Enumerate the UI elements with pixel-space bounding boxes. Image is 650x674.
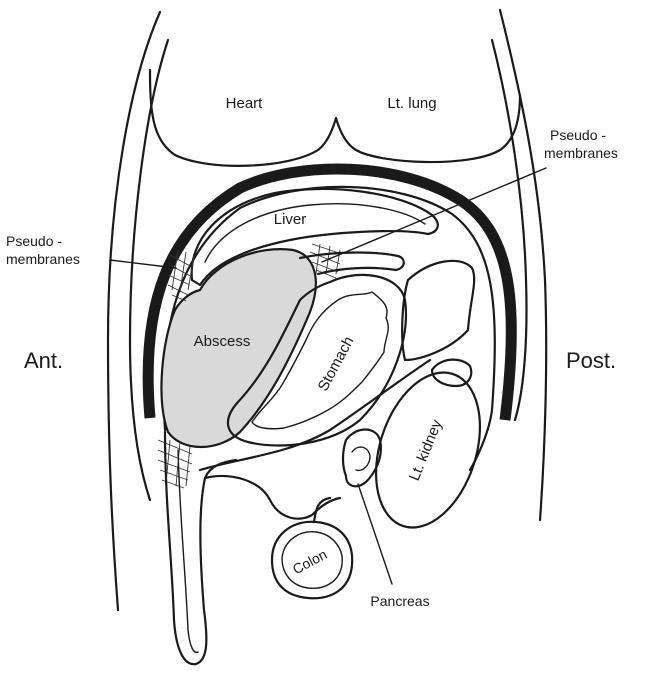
- thoracic-contour: [150, 70, 520, 166]
- pseudomembrane-hatching-lower: [158, 440, 192, 488]
- label-pseudo-right-1: Pseudo -: [550, 127, 606, 143]
- greater-omentum-inner: [178, 450, 198, 652]
- pancreas-inner: [352, 447, 370, 470]
- label-colon: Colon: [290, 546, 330, 577]
- label-lt-lung: Lt. lung: [387, 95, 436, 112]
- label-abscess: Abscess: [194, 333, 251, 350]
- mesocolon: [205, 476, 340, 519]
- label-ant: Ant.: [24, 348, 63, 373]
- label-pseudo-right-2: membranes: [544, 145, 618, 161]
- label-lt-kidney: Lt. kidney: [406, 417, 446, 483]
- label-pseudo-left-1: Pseudo -: [6, 233, 62, 249]
- pancreas-leader: [358, 484, 392, 584]
- label-liver: Liver: [274, 211, 307, 228]
- label-heart: Heart: [226, 95, 264, 112]
- label-pancreas: Pancreas: [370, 593, 429, 609]
- label-pseudo-left-2: membranes: [6, 251, 80, 267]
- label-post: Post.: [566, 348, 616, 373]
- label-stomach: Stomach: [315, 334, 358, 394]
- spleen-region: [402, 261, 474, 360]
